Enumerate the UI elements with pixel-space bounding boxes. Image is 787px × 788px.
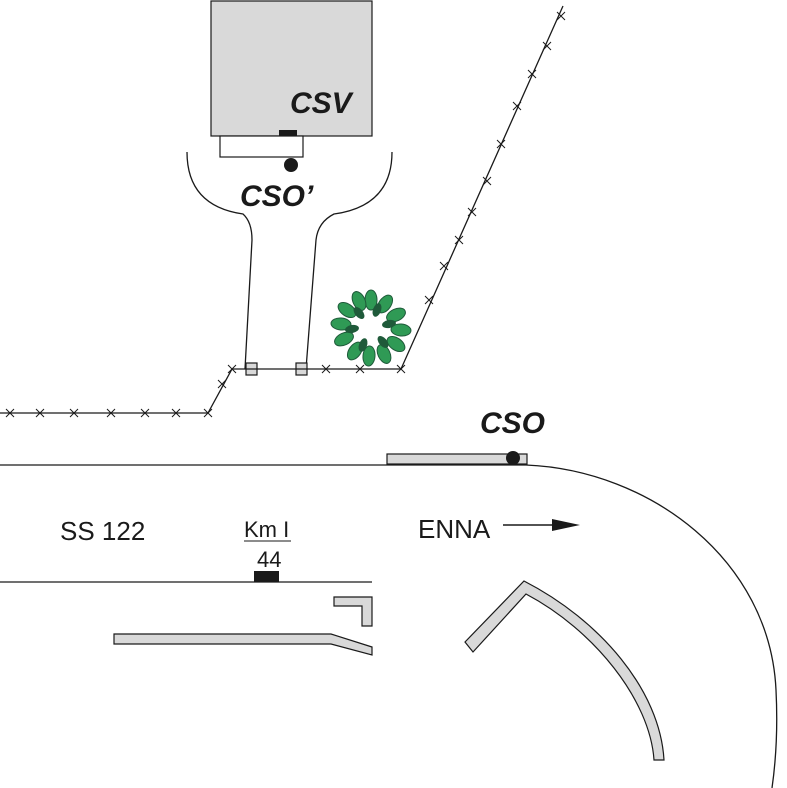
curb-long [113, 633, 373, 656]
cso-bar [386, 453, 528, 465]
csv-label: CSV [290, 87, 355, 120]
fence [0, 5, 566, 418]
km-marker [254, 571, 279, 582]
cso-point [506, 451, 520, 465]
cso-label: CSO [480, 407, 545, 440]
cso-prime-point [284, 158, 298, 172]
road-label: SS 122 [60, 516, 145, 546]
road-edge-top [0, 464, 778, 788]
csv-platform [219, 135, 304, 158]
csv-door [279, 130, 297, 136]
csv-building [210, 0, 373, 137]
curb-corner [333, 596, 373, 627]
direction-label: ENNA [418, 514, 491, 544]
driveway-outline-right [305, 151, 393, 370]
driveway-outline [186, 151, 253, 370]
cso-prime-label: CSO’ [240, 180, 314, 213]
km-value: 44 [257, 547, 281, 572]
km-label: Km I [244, 517, 289, 542]
arrow-right-icon [503, 519, 580, 531]
tree-icon [330, 289, 412, 367]
curb-curve [464, 580, 665, 761]
